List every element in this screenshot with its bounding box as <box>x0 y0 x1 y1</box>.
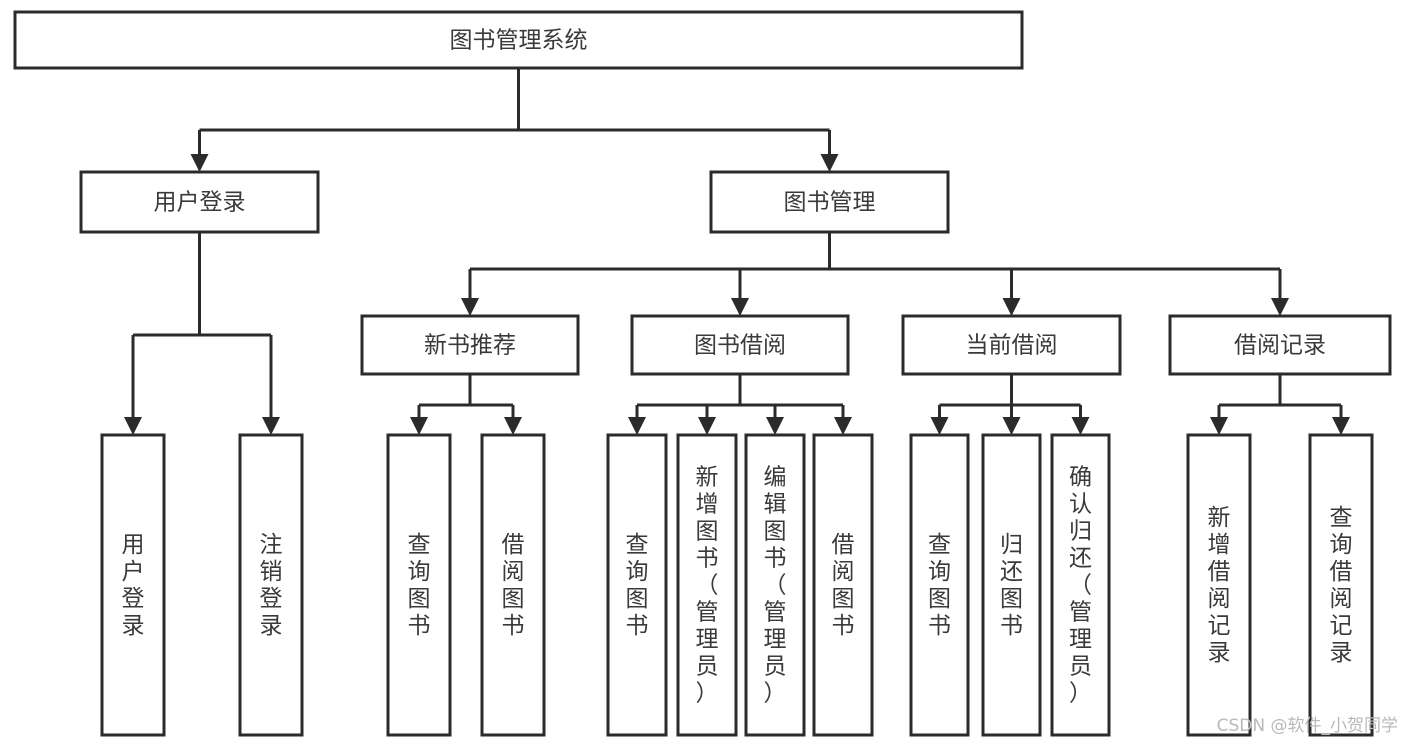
arrow-head-icon <box>262 417 280 435</box>
arrow-head-icon <box>1002 298 1021 316</box>
node-label: 查询图书 <box>928 532 951 639</box>
node-current-borrow[interactable]: 当前借阅 <box>901 314 1122 376</box>
node-label: 查询借阅记录 <box>1330 505 1353 666</box>
node-new-book-recommend[interactable]: 新书推荐 <box>360 314 580 376</box>
arrow-head-icon <box>930 417 949 435</box>
node-label: 编辑图书（管理员） <box>764 465 787 707</box>
node-leaf-confirm-return[interactable]: 确认归还（管理员） <box>1050 433 1111 737</box>
node-leaf-borrow-book-1[interactable]: 借阅图书 <box>480 433 546 737</box>
node-leaf-return-book[interactable]: 归还图书 <box>981 433 1042 737</box>
node-label: 当前借阅 <box>966 333 1058 359</box>
arrow-head-icon <box>766 417 784 435</box>
node-label: 借阅图书 <box>502 532 525 639</box>
node-leaf-query-book-1[interactable]: 查询图书 <box>386 433 452 737</box>
node-label: 新增借阅记录 <box>1208 505 1231 666</box>
node-leaf-edit-book[interactable]: 编辑图书（管理员） <box>744 433 806 737</box>
node-label: 图书管理 <box>784 190 876 216</box>
arrow-head-icon <box>1210 417 1228 435</box>
node-leaf-borrow-book-2[interactable]: 借阅图书 <box>812 433 874 737</box>
arrow-head-icon <box>628 417 646 435</box>
arrow-head-icon <box>1071 417 1090 435</box>
node-label: 注销登录 <box>260 532 283 639</box>
arrow-head-icon <box>834 417 852 435</box>
arrow-head-icon <box>410 417 428 435</box>
node-label: 新增图书（管理员） <box>696 465 719 707</box>
connectors-layer <box>124 68 1350 435</box>
node-root-图书管理系统[interactable]: 图书管理系统 <box>13 10 1024 70</box>
node-label: 查询图书 <box>408 532 431 639</box>
node-borrow-record[interactable]: 借阅记录 <box>1168 314 1392 376</box>
node-label: 用户登录 <box>154 190 246 216</box>
node-label: 归还图书 <box>1000 532 1023 639</box>
node-leaf-query-record[interactable]: 查询借阅记录 <box>1308 433 1374 737</box>
node-label: 用户登录 <box>122 532 145 639</box>
arrow-head-icon <box>698 417 716 435</box>
node-label: 借阅图书 <box>832 532 855 639</box>
arrow-head-icon <box>1332 417 1350 435</box>
node-leaf-add-record[interactable]: 新增借阅记录 <box>1186 433 1252 737</box>
arrow-head-icon <box>461 298 479 316</box>
node-leaf-user-login[interactable]: 用户登录 <box>100 433 166 737</box>
node-leaf-logout[interactable]: 注销登录 <box>238 433 304 737</box>
nodes-layer: 图书管理系统用户登录图书管理新书推荐图书借阅当前借阅借阅记录用户登录注销登录查询… <box>13 10 1392 737</box>
arrow-head-icon <box>124 417 142 435</box>
node-label: 图书借阅 <box>694 333 786 359</box>
node-label: 图书管理系统 <box>450 28 588 54</box>
csdn-watermark: CSDN @软件_小贺同学 <box>1217 716 1398 736</box>
arrow-head-icon <box>731 298 749 316</box>
arrow-head-icon <box>820 154 839 172</box>
node-leaf-add-book[interactable]: 新增图书（管理员） <box>676 433 738 737</box>
node-leaf-query-book-3[interactable]: 查询图书 <box>909 433 970 737</box>
node-label: 查询图书 <box>626 532 649 639</box>
node-book-borrow[interactable]: 图书借阅 <box>630 314 850 376</box>
arrow-head-icon <box>1002 417 1021 435</box>
node-label: 确认归还（管理员） <box>1069 465 1092 707</box>
node-user-login[interactable]: 用户登录 <box>79 170 320 234</box>
node-leaf-query-book-2[interactable]: 查询图书 <box>606 433 668 737</box>
arrow-head-icon <box>190 154 209 172</box>
node-label: 借阅记录 <box>1234 333 1326 359</box>
node-book-manage[interactable]: 图书管理 <box>709 170 950 234</box>
arrow-head-icon <box>504 417 522 435</box>
arrow-head-icon <box>1271 298 1289 316</box>
node-label: 新书推荐 <box>424 333 516 359</box>
